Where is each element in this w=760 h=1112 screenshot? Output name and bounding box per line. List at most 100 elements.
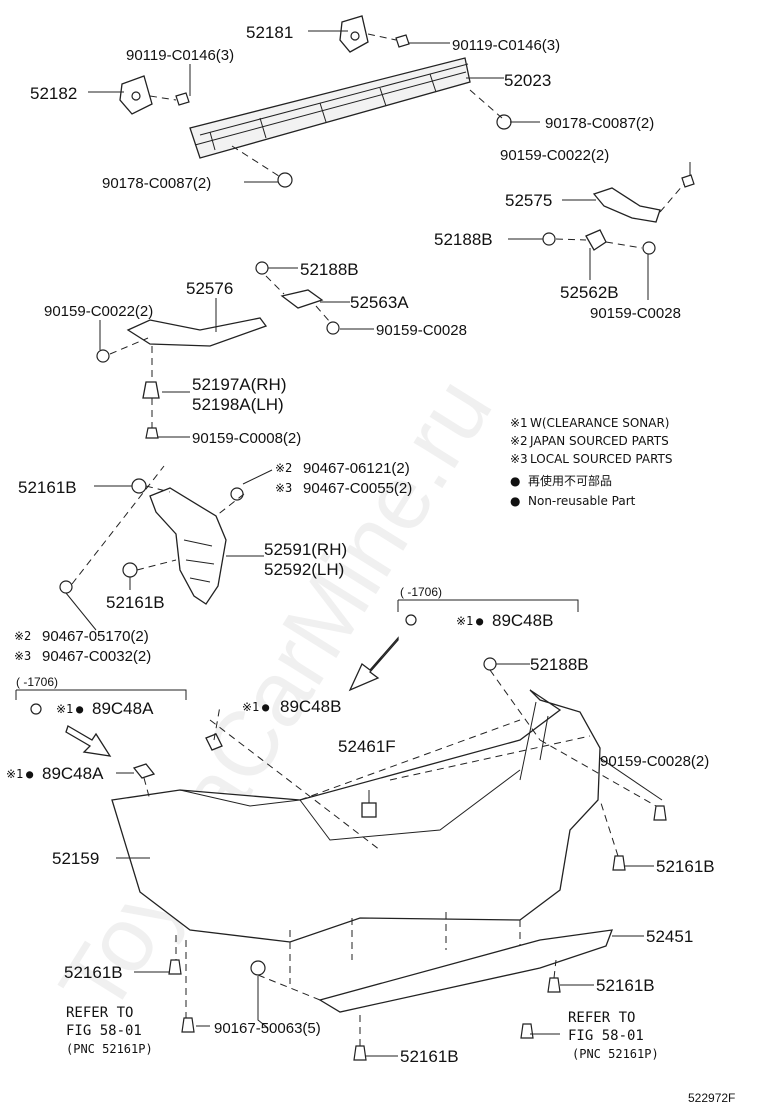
legend-1-symbol: ● (510, 474, 520, 488)
label-90178-c0087-right: 90178-C0087(2) (545, 115, 654, 132)
plate-52461f (361, 802, 377, 818)
bracket-52181 (339, 15, 369, 53)
clip-90467-05170 (59, 580, 73, 594)
bracket-52575 (592, 187, 661, 223)
note-mark-1-d: ※1 (6, 767, 23, 781)
clip-52161b-lower (122, 562, 138, 578)
clip-52188b-right (542, 232, 556, 246)
clip-52161b-right-mid (612, 855, 626, 871)
clip-52161b-left-low (168, 959, 182, 975)
label-52161b-lower: 52161B (106, 593, 165, 612)
label-52188b-right: 52188B (434, 230, 493, 249)
clip-52161b-upper (131, 478, 147, 494)
label-52182: 52182 (30, 84, 77, 103)
label-52198a-lh: 52198A(LH) (192, 395, 284, 414)
label-90159-c0022-left: 90159-C0022(2) (44, 303, 153, 320)
label-90467-c0055: 90467-C0055(2) (303, 480, 412, 497)
note-mark-1-c: ※1 (242, 700, 259, 714)
label-52161b-right-low: 52161B (596, 976, 655, 995)
label-90178-c0087-left: 90178-C0087(2) (102, 175, 211, 192)
label-52563a: 52563A (350, 293, 409, 312)
note-mark-3-b: ※3 (14, 649, 31, 663)
clip-52161p-left (181, 1017, 195, 1033)
sensor-89c48b-upper (405, 614, 417, 626)
arrow-to-89c48a (65, 725, 112, 757)
refer-left-line1: REFER TO (66, 1005, 133, 1021)
label-52161b-left-low: 52161B (64, 963, 123, 982)
screw-90159-c0028-center (326, 321, 340, 335)
label-52161b-bottom: 52161B (400, 1047, 459, 1066)
label-52591-rh: 52591(RH) (264, 540, 347, 559)
bolt-90119-right (395, 34, 410, 48)
label-52159: 52159 (52, 849, 99, 868)
legend-2-symbol: ● (510, 494, 520, 508)
legend-1-text: 再使用不可部品 (528, 473, 612, 488)
nut-90178-left (277, 172, 293, 188)
non-reusable-dot-d: ● (26, 767, 34, 781)
label-90159-c0028-right: 90159-C0028 (590, 305, 681, 322)
clip-52161p-right (520, 1023, 534, 1039)
legend-2-text: Non-reusable Part (528, 494, 636, 508)
leader-lines (65, 30, 691, 1057)
non-reusable-dot-c: ● (262, 700, 270, 714)
label-89c48b-mid: 89C48B (280, 697, 341, 716)
label-52576: 52576 (186, 279, 233, 298)
nut-90167-50063 (250, 960, 266, 976)
note-1-mark: ※1 (510, 416, 528, 430)
label-52562b: 52562B (560, 283, 619, 302)
bolt-90159-c0022-right (681, 174, 695, 188)
label-89c48b-upper: 89C48B (492, 611, 553, 630)
label-90159-c0028-lower: 90159-C0028(2) (600, 753, 709, 770)
note-2-text: JAPAN SOURCED PARTS (529, 434, 669, 448)
non-reusable-dot-b: ● (76, 702, 84, 716)
refer-left-line3: (PNC 52161P) (66, 1042, 153, 1056)
side-bracket-52591 (149, 487, 227, 605)
label-90467-c0032: 90467-C0032(2) (42, 648, 151, 665)
bracket-52562b (585, 229, 607, 251)
nut-90467-06121 (230, 487, 244, 501)
label-52575: 52575 (505, 191, 552, 210)
figure-number: 522972F (688, 1091, 735, 1105)
screw-90159-c0028-lower (653, 805, 667, 821)
bracket-52563a (280, 289, 324, 309)
note-mark-3-a: ※3 (275, 481, 292, 495)
note-mark-1-b: ※1 (56, 702, 73, 716)
note-3-mark: ※3 (510, 452, 528, 466)
label-52188b-center: 52188B (300, 260, 359, 279)
clip-52188b-center (255, 261, 269, 275)
label-52451: 52451 (646, 927, 693, 946)
label-90167-50063: 90167-50063(5) (214, 1020, 321, 1037)
nut-90178-right (496, 114, 512, 130)
notes-block: ※1 W(CLEARANCE SONAR) ※2 JAPAN SOURCED P… (510, 416, 672, 508)
note-1-text: W(CLEARANCE SONAR) (530, 416, 669, 430)
refer-left-line2: FIG 58-01 (66, 1023, 142, 1039)
screw-90159-c0028-right (642, 241, 656, 255)
label-52197a-rh: 52197A(RH) (192, 375, 287, 394)
label-52161b-upper: 52161B (18, 478, 77, 497)
non-reusable-dot-a: ● (476, 614, 484, 628)
bracket-52182 (119, 75, 153, 115)
note-mark-1-a: ※1 (456, 614, 473, 628)
sensor-89c48b-mid (205, 733, 223, 751)
label-52592-lh: 52592(LH) (264, 560, 344, 579)
clip-52161b-bottom (353, 1045, 367, 1061)
note-2-mark: ※2 (510, 434, 528, 448)
refer-right-line1: REFER TO (568, 1010, 635, 1026)
note-mark-2-b: ※2 (14, 629, 31, 643)
refer-right-line3: (PNC 52161P) (572, 1047, 659, 1061)
label-90119-c0146-right: 90119-C0146(3) (452, 37, 560, 54)
bumper-reinforcement-52023 (189, 57, 471, 159)
bolt-90119-left (175, 92, 190, 106)
bracket-1706-right (397, 599, 579, 612)
note-3-text: LOCAL SOURCED PARTS (530, 452, 672, 466)
label-52461f: 52461F (338, 737, 396, 756)
sensor-89c48a-mid (132, 763, 156, 779)
label-90159-c0022-right: 90159-C0022(2) (500, 147, 609, 164)
bracket-1706-left (15, 689, 187, 700)
label-90119-c0146-left: 90119-C0146(3) (126, 47, 234, 64)
label-90467-05170: 90467-05170(2) (42, 628, 149, 645)
label-90159-c0028-center: 90159-C0028 (376, 322, 467, 339)
label-90159-c0008: 90159-C0008(2) (192, 430, 301, 447)
